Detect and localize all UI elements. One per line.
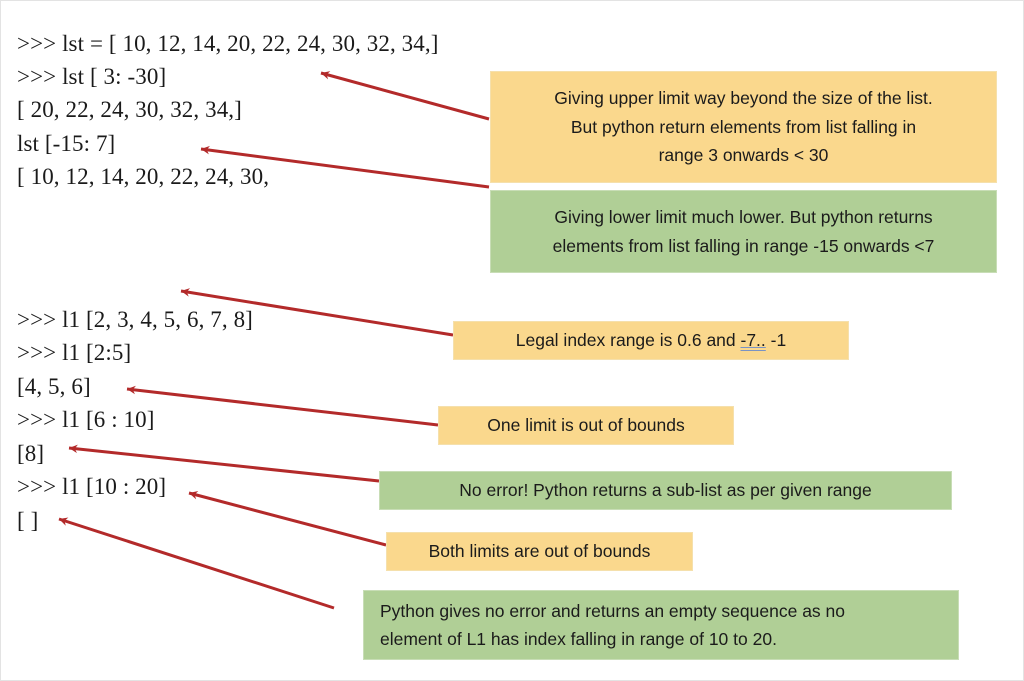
callout-empty-sequence: Python gives no error and returns an emp… (363, 590, 959, 660)
code-line-lst-slice-neg15-7: lst [-15: 7] (17, 131, 116, 156)
code-line-result-8: [8] (17, 441, 45, 466)
code-line-lst-slice-3-neg30: >>> lst [ 3: -30] (17, 64, 167, 89)
arrow-one-limit (126, 385, 439, 427)
callout-empty-sequence-line-1: Python gives no error and returns an emp… (380, 600, 845, 621)
callout-upper-limit: Giving upper limit way beyond the size o… (490, 71, 997, 183)
code-line-result-4-5-6: [4, 5, 6] (17, 374, 91, 399)
code-line-result-empty: [ ] (17, 508, 39, 533)
callout-one-limit-line-1: One limit is out of bounds (487, 415, 685, 436)
legal-index-range-suffix: -1 (765, 330, 787, 351)
callout-one-limit-out-of-bounds: One limit is out of bounds (438, 406, 734, 445)
callout-lower-limit-line-1: Giving lower limit much lower. But pytho… (554, 207, 933, 228)
code-line-lst-assign: >>> lst = [ 10, 12, 14, 20, 22, 24, 30, … (17, 31, 439, 56)
code-line-result-20-34: [ 20, 22, 24, 30, 32, 34,] (17, 97, 242, 122)
callout-legal-index-range-text: Legal index range is 0.6 and -7.. -1 (464, 326, 838, 354)
legal-index-range-flagged-term: -7.. (740, 330, 766, 351)
callout-upper-limit-line-2: But python return elements from list fal… (570, 116, 917, 137)
code-line-l1-slice-10-20: >>> l1 [10 : 20] (17, 474, 167, 499)
callout-no-error-line-1: No error! Python returns a sub-list as p… (459, 480, 872, 501)
callout-lower-limit-line-2: elements from list falling in range -15 … (552, 235, 935, 256)
code-line-l1-list: >>> l1 [2, 3, 4, 5, 6, 7, 8] (17, 307, 253, 332)
callout-upper-limit-line-3: range 3 onwards < 30 (658, 145, 829, 166)
arrow-empty-sequence (58, 517, 335, 610)
code-line-result-10-30: [ 10, 12, 14, 20, 22, 24, 30, (17, 164, 270, 189)
callout-upper-limit-line-1: Giving upper limit way beyond the size o… (554, 88, 933, 109)
legal-index-range-prefix: Legal index range is 0.6 and (515, 330, 741, 351)
callout-both-limits-line-1: Both limits are out of bounds (428, 541, 651, 562)
callout-legal-index-range: Legal index range is 0.6 and -7.. -1 (453, 321, 849, 360)
callout-empty-sequence-line-2: element of L1 has index falling in range… (380, 629, 777, 649)
arrow-both-limits (188, 491, 387, 547)
arrow-upper-limit (320, 71, 490, 121)
callout-lower-limit: Giving lower limit much lower. But pytho… (490, 190, 997, 273)
callout-no-error: No error! Python returns a sub-list as p… (379, 471, 952, 510)
code-line-l1-slice-2-5: >>> l1 [2:5] (17, 340, 132, 365)
code-line-l1-slice-6-10: >>> l1 [6 : 10] (17, 407, 155, 432)
callout-both-limits-out-of-bounds: Both limits are out of bounds (386, 532, 693, 571)
